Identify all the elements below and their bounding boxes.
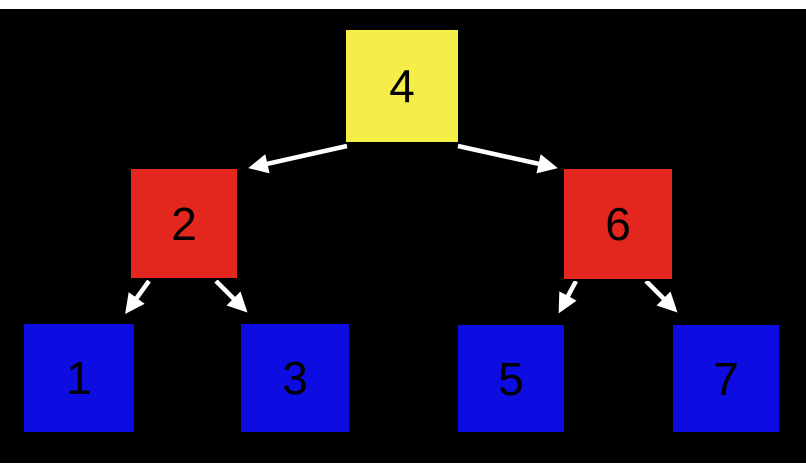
- node-square: [22, 322, 136, 434]
- edge-4-to-2: [248, 143, 348, 174]
- tree-node-1: 1: [22, 322, 136, 434]
- node-label: 2: [171, 198, 197, 250]
- tree-edges: [125, 143, 678, 315]
- node-label: 6: [605, 198, 631, 250]
- edge-6-to-7: [644, 279, 678, 313]
- tree-node-7: 7: [671, 323, 781, 434]
- node-label: 5: [498, 353, 524, 405]
- edge-2-to-1: [125, 279, 151, 315]
- node-square: [129, 167, 239, 280]
- node-square: [239, 322, 351, 434]
- edge-4-to-6: [457, 143, 558, 174]
- node-square: [562, 167, 674, 281]
- node-square: [456, 323, 566, 434]
- tree-node-4: 4: [344, 28, 460, 144]
- tree-node-6: 6: [562, 167, 674, 281]
- tree-node-2: 2: [129, 167, 239, 280]
- node-square: [671, 323, 781, 434]
- node-label: 4: [389, 60, 415, 112]
- node-label: 1: [66, 352, 92, 404]
- edge-2-to-3: [214, 279, 248, 313]
- tree-node-5: 5: [456, 323, 566, 434]
- node-label: 7: [713, 353, 739, 405]
- tree-node-3: 3: [239, 322, 351, 434]
- node-square: [344, 28, 460, 144]
- edge-6-to-5: [558, 279, 578, 314]
- node-label: 3: [282, 352, 308, 404]
